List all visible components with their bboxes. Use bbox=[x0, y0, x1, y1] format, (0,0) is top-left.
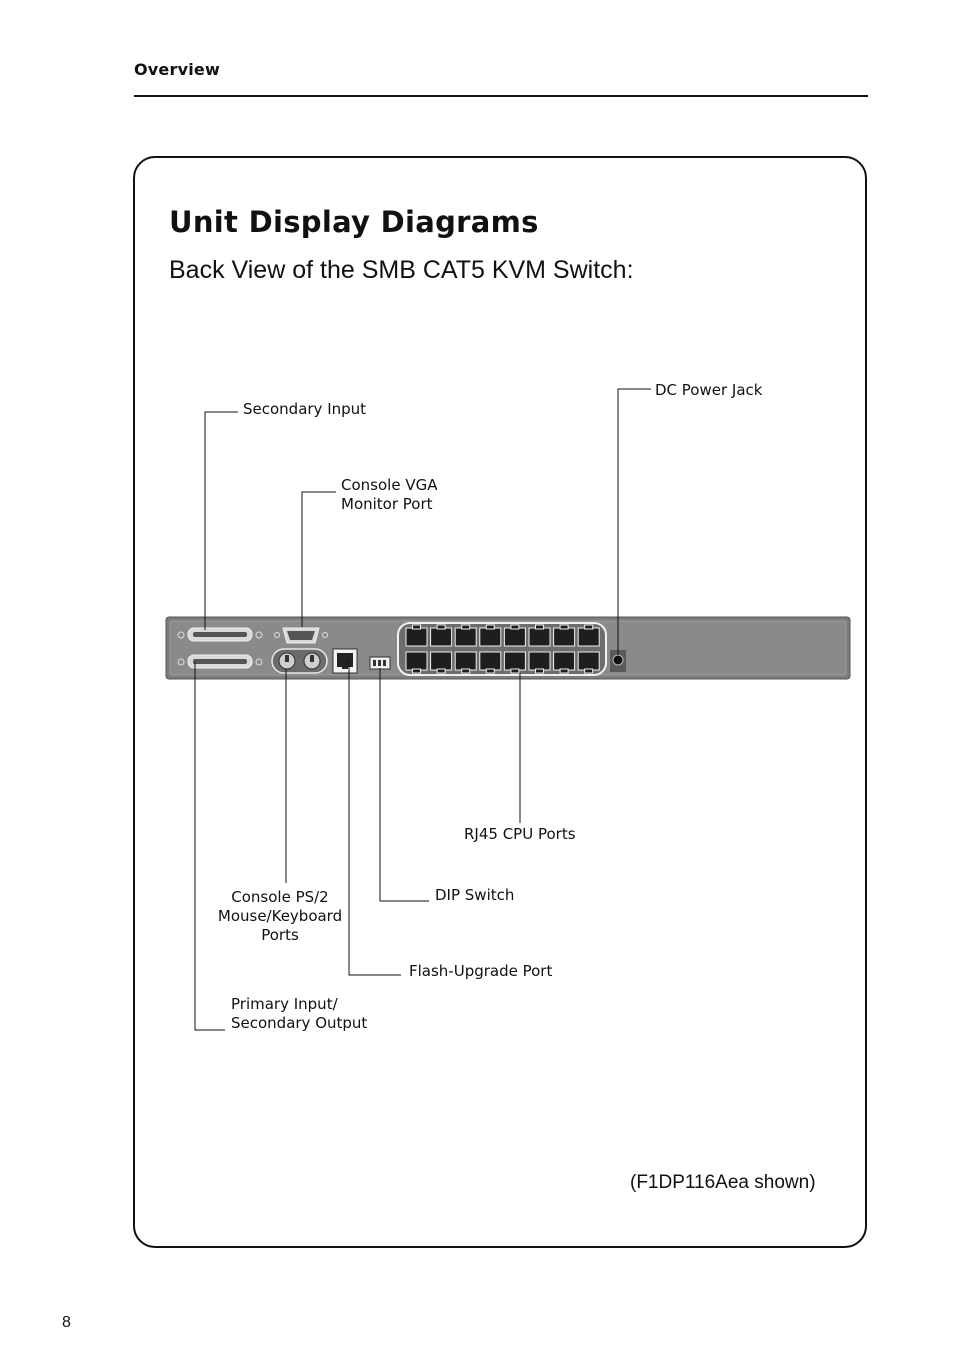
ps2-ports bbox=[271, 648, 328, 674]
rj45-port bbox=[553, 651, 576, 674]
dip-switch bbox=[369, 656, 391, 670]
label-dc-power-jack: DC Power Jack bbox=[655, 381, 763, 399]
label-flash-upgrade-port: Flash-Upgrade Port bbox=[409, 962, 552, 980]
rj45-port bbox=[577, 624, 600, 647]
primary-input-connector bbox=[177, 654, 263, 669]
label-dip-switch: DIP Switch bbox=[435, 886, 514, 904]
rj45-port bbox=[430, 651, 453, 674]
leader-lines bbox=[194, 388, 651, 1031]
rj45-port bbox=[503, 624, 526, 647]
label-console-vga-line2: Monitor Port bbox=[341, 495, 433, 513]
page-title: Unit Display Diagrams bbox=[169, 205, 539, 239]
label-primary-input-line2: Secondary Output bbox=[231, 1014, 367, 1032]
rj45-port bbox=[479, 624, 502, 647]
secondary-input-connector bbox=[177, 627, 263, 642]
leader-flash bbox=[348, 660, 401, 976]
page-subtitle: Back View of the SMB CAT5 KVM Switch: bbox=[169, 256, 634, 284]
vga-port bbox=[274, 627, 328, 644]
rj45-port bbox=[454, 624, 477, 647]
rj45-port bbox=[577, 651, 600, 674]
rj45-port bbox=[553, 624, 576, 647]
rj45-port bbox=[405, 624, 428, 647]
page-number: 8 bbox=[62, 1314, 71, 1331]
diagram-frame bbox=[133, 156, 867, 1248]
rj45-port bbox=[503, 651, 526, 674]
label-console-ps2-line2: Mouse/Keyboard bbox=[218, 907, 342, 925]
rj45-port bbox=[528, 651, 551, 674]
leader-secondary-input bbox=[204, 411, 238, 630]
leader-dip-switch bbox=[379, 668, 429, 902]
rj45-port bbox=[528, 624, 551, 647]
header-rule bbox=[134, 95, 868, 97]
leader-console-vga bbox=[301, 491, 336, 627]
leader-primary-input bbox=[194, 662, 225, 1031]
rj45-port bbox=[430, 624, 453, 647]
label-console-ps2-line3: Ports bbox=[261, 926, 299, 944]
flash-upgrade-port bbox=[332, 648, 358, 674]
section-header: Overview bbox=[134, 60, 220, 79]
label-rj45-cpu-ports: RJ45 CPU Ports bbox=[464, 825, 576, 843]
rj45-port bbox=[454, 651, 477, 674]
rj45-port bbox=[405, 651, 428, 674]
leader-dc-power bbox=[617, 388, 651, 655]
label-console-ps2-line1: Console PS/2 bbox=[231, 888, 328, 906]
label-secondary-input: Secondary Input bbox=[243, 400, 366, 418]
dc-power-jack bbox=[610, 650, 626, 672]
rj45-ports bbox=[405, 624, 600, 674]
label-console-vga-line1: Console VGA bbox=[341, 476, 438, 494]
rj45-port bbox=[479, 651, 502, 674]
model-caption: (F1DP116Aea shown) bbox=[630, 1172, 816, 1193]
label-primary-input-line1: Primary Input/ bbox=[231, 995, 339, 1013]
